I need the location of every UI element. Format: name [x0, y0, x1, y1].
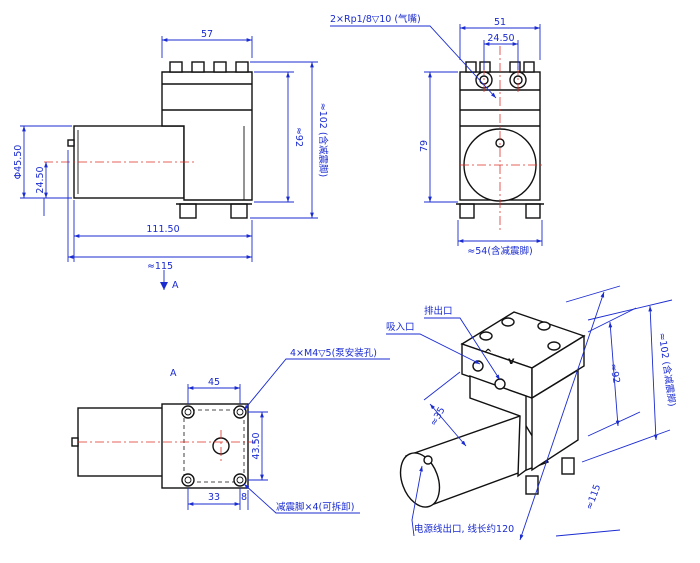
front-dim-57: 57 — [201, 29, 213, 40]
side-dim-51: 51 — [494, 17, 506, 28]
side-dim-2450: 24.50 — [487, 33, 514, 44]
iso-dim-102: ≈102 (含减震脚) — [656, 332, 678, 407]
front-dim-102: ≈102 (含减震脚) — [317, 103, 329, 178]
front-dim-115: ≈115 — [147, 261, 173, 272]
front-dim-center: 24.50 — [35, 166, 46, 193]
side-dim-79: 79 — [419, 140, 430, 152]
bottom-dim-4350: 43.50 — [251, 432, 262, 459]
side-dim-54: ≈54(含减震脚) — [467, 245, 532, 257]
front-foot-left — [179, 203, 197, 219]
iso-dim-35: ≈35 — [428, 405, 448, 428]
bottom-pump-base — [161, 403, 249, 489]
view-label-a: A — [170, 368, 177, 379]
front-dim-111: 111.50 — [146, 224, 179, 235]
front-foot-right — [230, 203, 248, 219]
side-view: 51 24.50 79 ≈54(含减震脚) 2×Rp1/8▽10 (气嘴) — [330, 13, 545, 257]
hole-note: 4×M4▽5(泵安装孔) — [290, 347, 377, 359]
port-note: 2×Rp1/8▽10 (气嘴) — [330, 13, 421, 25]
bottom-dim-45: 45 — [208, 377, 220, 388]
svg-text:^: ^ — [484, 348, 492, 359]
iso-dim-115: ≈115 — [584, 483, 603, 511]
iso-motor-end — [399, 452, 441, 508]
iso-dim-92: ≈92 — [607, 363, 621, 385]
outlet-label: 排出口 — [424, 305, 453, 317]
front-dim-dia: Φ45.50 — [13, 145, 24, 180]
isometric-view: ^ v 吸入口 排出口 ≈35 ≈92 ≈102 (含减震脚) ≈115 电源线… — [386, 285, 678, 541]
foot-note: 减震脚×4(可拆卸) — [276, 501, 354, 513]
front-dim-92: ≈92 — [293, 127, 304, 147]
section-marker-a: A — [172, 280, 179, 291]
bottom-dim-8: 8 — [241, 492, 247, 503]
front-view: 57 Φ45.50 24.50 111.50 ≈115 ≈92 ≈102 (含减… — [13, 29, 329, 291]
svg-text:v: v — [508, 356, 515, 367]
bottom-view: A 45 43.50 33 8 4×M4▽5(泵安装孔) 减震脚 — [71, 347, 390, 514]
bottom-dim-33: 33 — [208, 492, 220, 503]
front-pump-housing — [161, 71, 253, 201]
power-note: 电源线出口, 线长约120 — [414, 523, 514, 535]
inlet-label: 吸入口 — [386, 322, 415, 333]
